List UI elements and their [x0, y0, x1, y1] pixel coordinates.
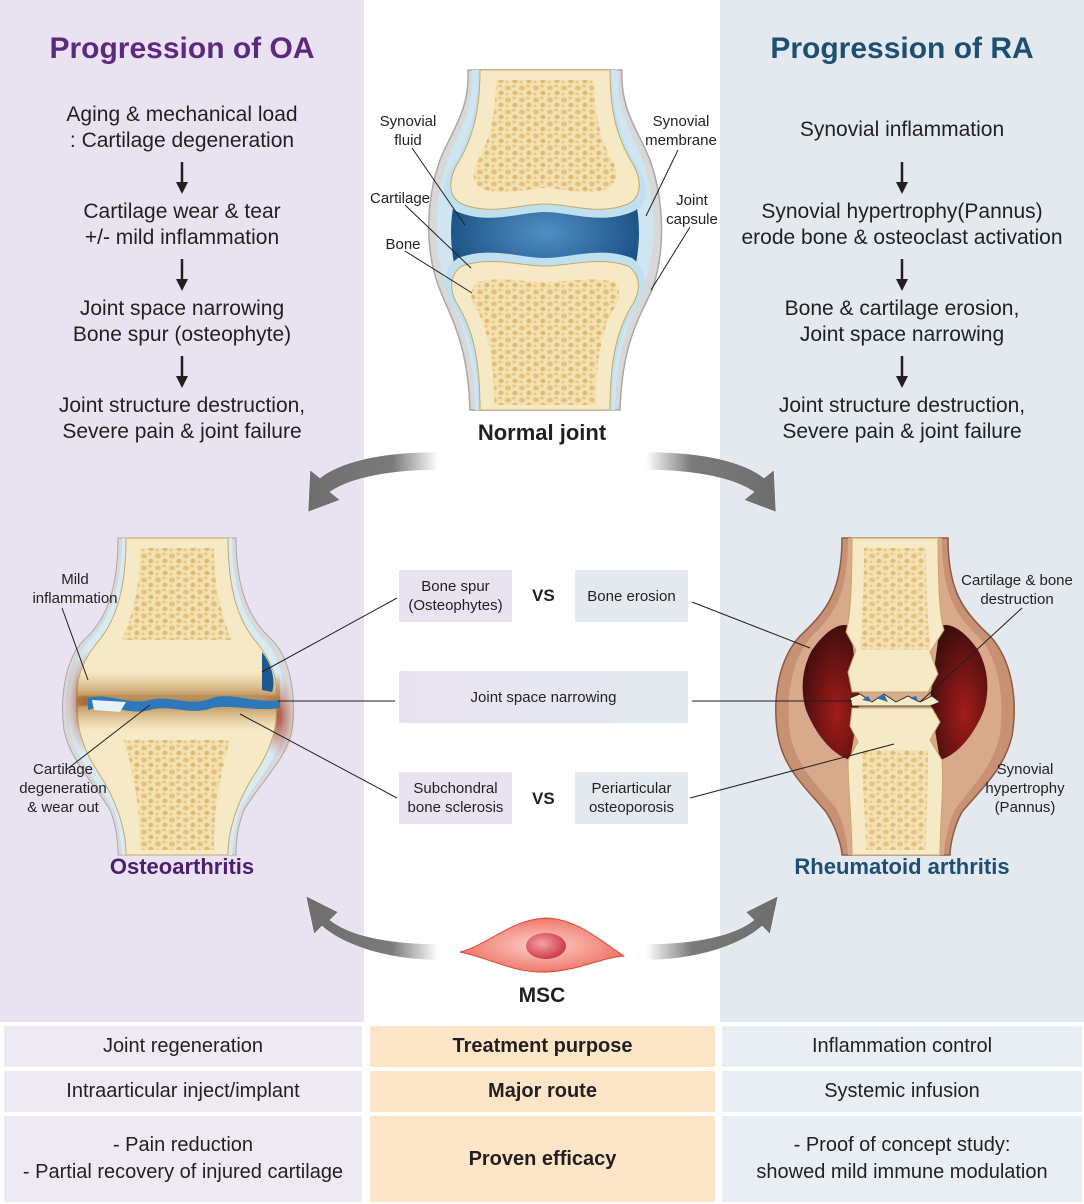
ra-arrow-down-icon — [720, 259, 1084, 296]
table-header-major-route: Major route — [370, 1071, 715, 1112]
label-joint-capsule: Joint capsule — [666, 192, 718, 228]
table-oa-major-route: Intraarticular inject/implant — [4, 1071, 362, 1112]
cmp-ra-bone-erosion: Bone erosion — [575, 570, 688, 622]
table-ra-major-route: Systemic infusion — [722, 1071, 1082, 1112]
cmp-oa-bone-spur: Bone spur (Osteophytes) — [399, 570, 512, 622]
label-synovial-membrane: Synovial membrane — [645, 113, 717, 149]
oa-step-3: Joint space narrowing Bone spur (osteoph… — [72, 297, 292, 346]
oa-step-4: Joint structure destruction, Severe pain… — [58, 394, 306, 443]
ra-arrow-down-icon — [720, 162, 1084, 199]
ra-arrow-down-icon — [720, 356, 1084, 393]
ra-step-2: Synovial hypertrophy(Pannus) erode bone … — [741, 200, 1063, 249]
msc-cell-icon — [459, 917, 626, 973]
cmp-oa-subchondral-sclerosis: Subchondral bone sclerosis — [399, 772, 512, 824]
label-cartilage-degeneration: Cartilage degeneration & wear out — [19, 761, 107, 816]
ra-step-3: Bone & cartilage erosion, Joint space na… — [784, 297, 1020, 346]
ra-step-4: Joint structure destruction, Severe pain… — [778, 394, 1026, 443]
normal-joint-name: Normal joint — [477, 420, 607, 445]
ra-step-1: Synovial inflammation — [799, 118, 1005, 141]
normal-joint-illustration — [428, 69, 663, 411]
label-synovial-fluid: Synovial fluid — [379, 113, 437, 149]
label-cartilage-bone-destruction: Cartilage & bone destruction — [961, 572, 1073, 608]
label-cartilage: Cartilage — [369, 190, 431, 207]
table-header-proven-efficacy: Proven efficacy — [370, 1116, 715, 1202]
oa-arrow-down-icon — [0, 356, 364, 393]
arrow-msc-to-ra-icon — [645, 895, 779, 961]
oa-step-2: Cartilage wear & tear +/- mild inflammat… — [83, 200, 281, 249]
label-bone: Bone — [385, 236, 421, 253]
table-header-treatment-purpose: Treatment purpose — [370, 1026, 715, 1067]
table-ra-proven-efficacy: - Proof of concept study: showed mild im… — [722, 1116, 1082, 1202]
table-oa-treatment-purpose: Joint regeneration — [4, 1026, 362, 1067]
ra-progression-title: Progression of RA — [770, 32, 1034, 65]
oa-progression-title: Progression of OA — [49, 32, 315, 65]
oa-joint-name: Osteoarthritis — [109, 854, 255, 879]
ra-joint-illustration — [775, 537, 1015, 856]
cmp-ra-periarticular-osteoporosis: Periarticular osteoporosis — [575, 772, 688, 824]
oa-step-1: Aging & mechanical load : Cartilage dege… — [66, 103, 298, 152]
oa-joint-illustration — [62, 537, 296, 856]
oa-leader-lines — [61, 597, 398, 799]
normal-joint-leader-lines — [404, 147, 691, 294]
ra-leader-lines — [689, 601, 1023, 799]
ra-joint-name: Rheumatoid arthritis — [794, 854, 1010, 879]
cmp-shared-joint-space-narrowing: Joint space narrowing — [399, 671, 688, 723]
table-ra-treatment-purpose: Inflammation control — [722, 1026, 1082, 1067]
oa-arrow-down-icon — [0, 259, 364, 296]
illustration-layer — [61, 69, 1023, 973]
label-mild-inflammation: Mild inflammation — [32, 571, 118, 607]
label-synovial-hypertrophy: Synovial hypertrophy (Pannus) — [985, 761, 1065, 816]
arrow-normal-to-ra-icon — [645, 451, 777, 513]
vs-label-1: VS — [532, 586, 555, 605]
arrow-normal-to-oa-icon — [307, 451, 439, 513]
table-oa-proven-efficacy: - Pain reduction - Partial recovery of i… — [4, 1116, 362, 1202]
arrow-msc-to-oa-icon — [305, 895, 439, 961]
msc-label: MSC — [518, 984, 566, 1007]
oa-arrow-down-icon — [0, 162, 364, 199]
vs-label-2: VS — [532, 789, 555, 808]
